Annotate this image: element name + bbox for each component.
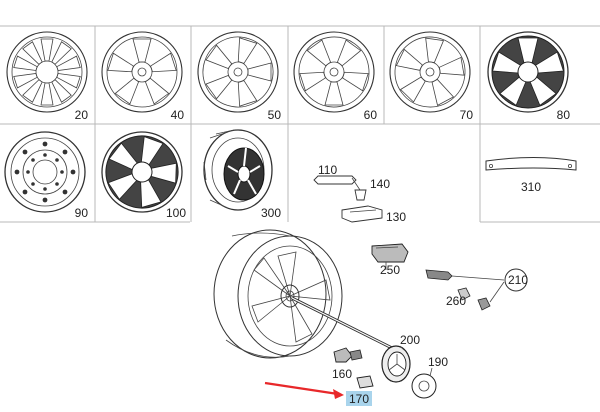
- wheel-cell-100[interactable]: 100: [90, 120, 194, 224]
- svg-text:170: 170: [349, 392, 369, 406]
- callout-160[interactable]: 160: [332, 347, 363, 381]
- part-number: 70: [460, 108, 474, 122]
- svg-text:250: 250: [380, 263, 400, 277]
- exploded-wheel: [213, 229, 397, 359]
- wheel-cell-80[interactable]: 80: [487, 31, 571, 122]
- part-number: 80: [557, 108, 571, 122]
- part-number: 100: [166, 206, 186, 220]
- part-number: 310: [521, 180, 541, 194]
- callout-140[interactable]: 140: [354, 177, 390, 201]
- callout-200[interactable]: 200: [381, 333, 420, 383]
- part-number: 90: [75, 206, 89, 220]
- catalog-grid: [0, 25, 600, 223]
- wheel-cell-300[interactable]: 300: [203, 129, 281, 220]
- red-arrow-icon: [264, 381, 344, 399]
- svg-text:160: 160: [332, 367, 352, 381]
- svg-text:200: 200: [400, 333, 420, 347]
- wheel-cell-40[interactable]: 40: [101, 31, 185, 122]
- callout-190[interactable]: 190: [411, 355, 448, 399]
- svg-text:210: 210: [508, 273, 528, 287]
- wheel-weight-strip-310[interactable]: 310: [485, 157, 577, 195]
- svg-text:140: 140: [370, 177, 390, 191]
- callout-170[interactable]: 170: [346, 375, 374, 406]
- wheel-cell-50[interactable]: 50: [187, 21, 289, 123]
- callout-130[interactable]: 130: [341, 205, 406, 224]
- wheel-cell-20[interactable]: 20: [6, 31, 89, 122]
- svg-text:260: 260: [446, 294, 466, 308]
- wheel-cell-90[interactable]: 90: [4, 131, 89, 220]
- callout-250[interactable]: 250: [371, 243, 409, 277]
- part-number: 60: [364, 108, 378, 122]
- callout-260[interactable]: 260: [446, 281, 505, 311]
- callout-210[interactable]: 210: [425, 268, 528, 292]
- wheel-cell-70[interactable]: 70: [384, 26, 476, 122]
- callout-highlight: [346, 391, 372, 406]
- svg-text:110: 110: [318, 163, 337, 177]
- svg-text:130: 130: [386, 210, 406, 224]
- part-number: 20: [75, 108, 89, 122]
- part-number: 300: [261, 206, 281, 220]
- svg-text:190: 190: [428, 355, 448, 369]
- callout-110[interactable]: 110: [313, 163, 361, 191]
- part-number: 40: [171, 108, 185, 122]
- part-number: 50: [268, 108, 282, 122]
- wheel-cell-60[interactable]: 60: [277, 15, 391, 129]
